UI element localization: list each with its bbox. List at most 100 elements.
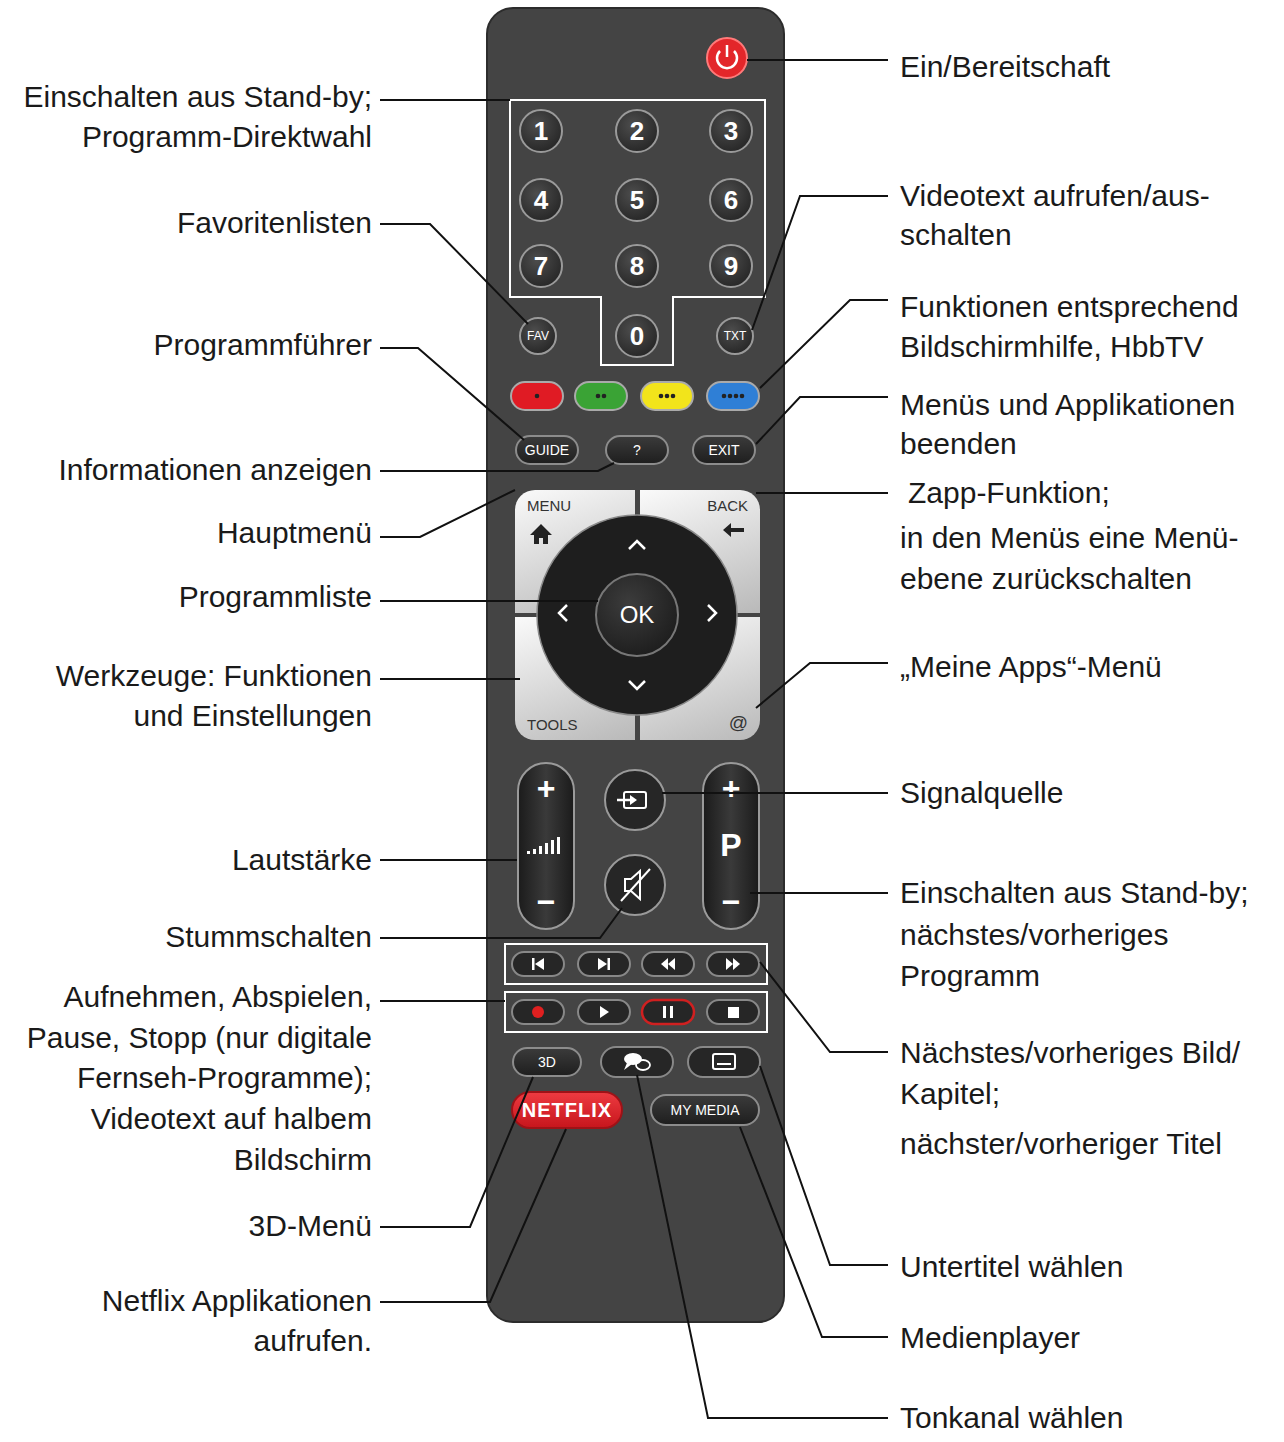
button-dot: [740, 394, 745, 399]
skip-forward-icon: [608, 958, 611, 970]
program-rocker: +P−: [702, 762, 760, 930]
button-label: TOOLS: [527, 717, 578, 732]
digit-button: 9: [709, 244, 753, 288]
button-dot: [728, 394, 733, 399]
subtitle-button: [688, 1047, 760, 1077]
record-icon: [532, 1006, 544, 1018]
callout-label: Einschalten aus Stand-by; Programm-Direk…: [4, 77, 372, 157]
pause-icon: [670, 1006, 673, 1018]
callout-label: Zapp-Funktion;: [908, 473, 1283, 513]
digit-button: 5: [615, 178, 659, 222]
leader-line: [760, 300, 888, 388]
button-label: −: [537, 886, 556, 918]
button-label: NETFLIX: [522, 1100, 612, 1120]
leader-lines: [380, 60, 888, 1418]
transport-frame: [505, 944, 767, 984]
button-label: 1: [534, 118, 548, 144]
button-label: 0: [630, 323, 644, 349]
subtitle-icon: [713, 1054, 735, 1069]
leader-line: [637, 1075, 888, 1418]
remote-body: [487, 8, 784, 1322]
audio-icon: [636, 1060, 650, 1070]
leader-line: [380, 348, 524, 440]
play-icon: [600, 1006, 609, 1018]
button-label: ?: [633, 443, 641, 457]
volume-rocker: +−: [517, 762, 575, 930]
info-button: ?: [605, 435, 669, 465]
netflix-button: NETFLIX: [511, 1091, 623, 1129]
leader-line: [740, 1127, 888, 1337]
callout-label: Einschalten aus Stand-by; nächstes/vorhe…: [900, 872, 1275, 997]
digit-button: 6: [709, 178, 753, 222]
callout-label: Videotext aufrufen/aus- schalten: [900, 176, 1275, 254]
digit-button: 0: [615, 314, 659, 358]
source-icon: [617, 799, 631, 802]
callout-label: Signalquelle: [900, 773, 1275, 813]
callout-label: Funktionen entsprechend Bildschirmhilfe,…: [900, 287, 1275, 367]
callout-label: Nächstes/vorheriges Bild/ Kapitel;: [900, 1032, 1275, 1114]
digit-button: 3: [709, 109, 753, 153]
button-dot: [535, 394, 540, 399]
button-label: MY MEDIA: [671, 1103, 740, 1117]
yellow-button: [641, 382, 693, 410]
leader-line: [756, 663, 888, 708]
power-symbol: [726, 45, 729, 57]
button-label: TXT: [724, 330, 747, 342]
power-symbol: [717, 51, 737, 68]
callout-label: Lautstärke: [72, 840, 372, 880]
button-label: 8: [630, 253, 644, 279]
skip-back-icon: [532, 958, 535, 970]
callout-label: Aufnehmen, Abspielen, Pause, Stopp (nur …: [4, 977, 372, 1181]
button-label: 5: [630, 187, 644, 213]
callout-label: Medienplayer: [900, 1318, 1275, 1358]
button-dot: [659, 394, 664, 399]
leader-line: [380, 1000, 505, 1002]
digit-button: 1: [519, 109, 563, 153]
button-label: 4: [534, 187, 548, 213]
fav-button: FAV: [519, 317, 557, 355]
leader-line: [380, 908, 622, 938]
stop-icon: [728, 1007, 739, 1018]
button-label: 7: [534, 253, 548, 279]
callout-label: in den Menüs eine Menü- ebene zurückscha…: [900, 517, 1275, 599]
play-button: [578, 1000, 630, 1024]
button-dot: [671, 394, 676, 399]
record-button: [512, 1000, 564, 1024]
leader-line: [380, 224, 528, 324]
leader-line: [752, 196, 888, 330]
power-button: [707, 38, 747, 78]
source-icon: [624, 792, 646, 808]
leader-line: [662, 792, 888, 794]
fast-forward-icon: [733, 958, 740, 970]
button-label: 2: [630, 118, 644, 144]
callout-label: Untertitel wählen: [900, 1247, 1275, 1287]
button-label: 9: [724, 253, 738, 279]
digit-frame: [510, 100, 765, 365]
button-label: P: [720, 829, 741, 861]
leader-line: [756, 397, 888, 444]
transport-frame: [505, 992, 767, 1032]
leader-line: [747, 59, 888, 61]
callout-label: Hauptmenü: [72, 513, 372, 553]
digit-button: 2: [615, 109, 659, 153]
button-label: OK: [620, 603, 655, 627]
stop-button: [707, 1000, 759, 1024]
button-dot: [665, 394, 670, 399]
leader-line: [380, 490, 515, 537]
callout-label: Werkzeuge: Funktionen und Einstellungen: [32, 656, 372, 736]
audio-icon: [624, 1053, 642, 1065]
blue-button: [707, 382, 759, 410]
leader-line: [760, 962, 888, 1052]
mute-button: [605, 855, 665, 915]
callout-label: nächster/vorheriger Titel: [900, 1124, 1275, 1164]
pause-button: [642, 1000, 694, 1024]
callout-label: Stummschalten: [72, 917, 372, 957]
audio-button: [601, 1047, 673, 1077]
button-dot: [722, 394, 727, 399]
callout-label: Tonkanal wählen: [900, 1398, 1275, 1438]
button-label: 3D: [538, 1055, 556, 1069]
rewind-icon: [668, 958, 675, 970]
guide-button: GUIDE: [515, 435, 579, 465]
fast-forward-button: [707, 952, 759, 976]
leader-line: [380, 463, 614, 471]
